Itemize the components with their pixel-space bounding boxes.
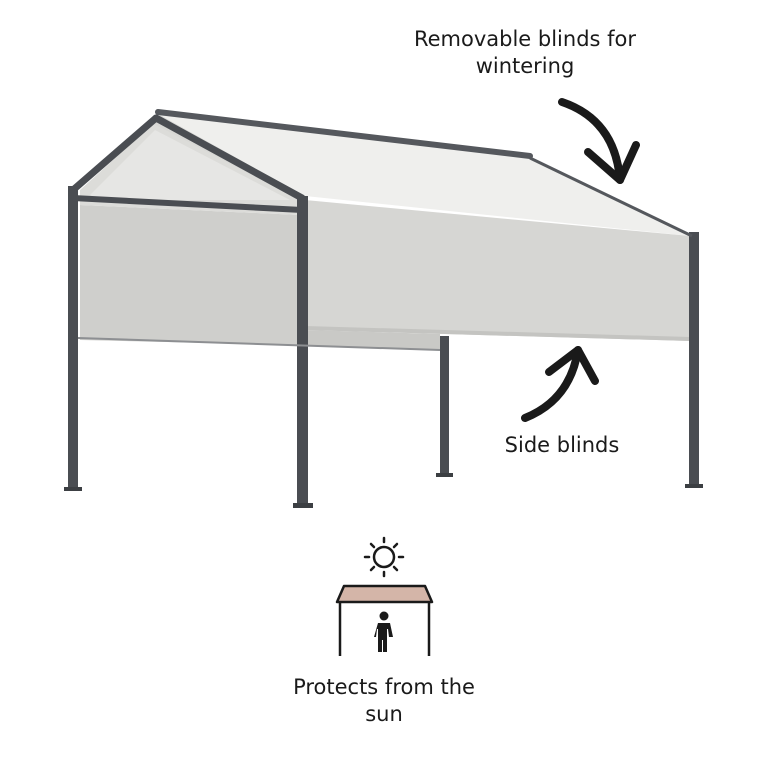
- protection-icon: [335, 536, 434, 656]
- foot-1: [64, 487, 82, 491]
- removable-blinds-line2: wintering: [475, 53, 575, 78]
- post-back-right: [689, 232, 699, 487]
- post-front-middle: [297, 196, 308, 506]
- rear-blind-strip: [305, 330, 440, 350]
- arrow-top: [558, 98, 640, 184]
- side-blinds-label: Side blinds: [482, 432, 642, 459]
- gable-rafter-left: [69, 114, 160, 194]
- protects-label: Protects from the sun: [262, 674, 506, 728]
- removable-blinds-line1: Removable blinds for: [413, 27, 637, 51]
- canopy-icon: [335, 584, 434, 656]
- foot-4: [685, 484, 703, 488]
- roof-blind: [160, 115, 690, 236]
- person-icon: [374, 611, 393, 652]
- gable-rafter-right: [152, 114, 306, 202]
- post-back-middle: [440, 336, 449, 476]
- side-blinds-text: Side blinds: [504, 433, 620, 457]
- back-side-blind: [80, 205, 300, 345]
- eave-beam-right: [529, 156, 693, 238]
- front-side-blind: [305, 200, 690, 341]
- removable-blinds-label: Removable blinds for wintering: [380, 26, 670, 80]
- post-front-left: [68, 186, 78, 490]
- foot-2: [293, 503, 313, 508]
- arrow-head-top: [584, 141, 640, 184]
- gable-shadow: [90, 130, 290, 200]
- sun-icon: [363, 536, 405, 578]
- arrow-bottom: [521, 346, 599, 422]
- blind-rail: [77, 337, 441, 351]
- curved-arrow-icon-2: [521, 346, 582, 422]
- eave-beam-left: [72, 195, 303, 213]
- foot-3: [436, 473, 453, 477]
- protects-line2: sun: [365, 701, 403, 726]
- arrow-head-bottom: [545, 346, 599, 385]
- front-blind-hem: [305, 326, 690, 341]
- ridge-beam: [155, 109, 533, 159]
- protects-line1: Protects from the: [293, 675, 475, 699]
- pergola: [64, 109, 703, 508]
- curved-arrow-icon: [558, 98, 624, 184]
